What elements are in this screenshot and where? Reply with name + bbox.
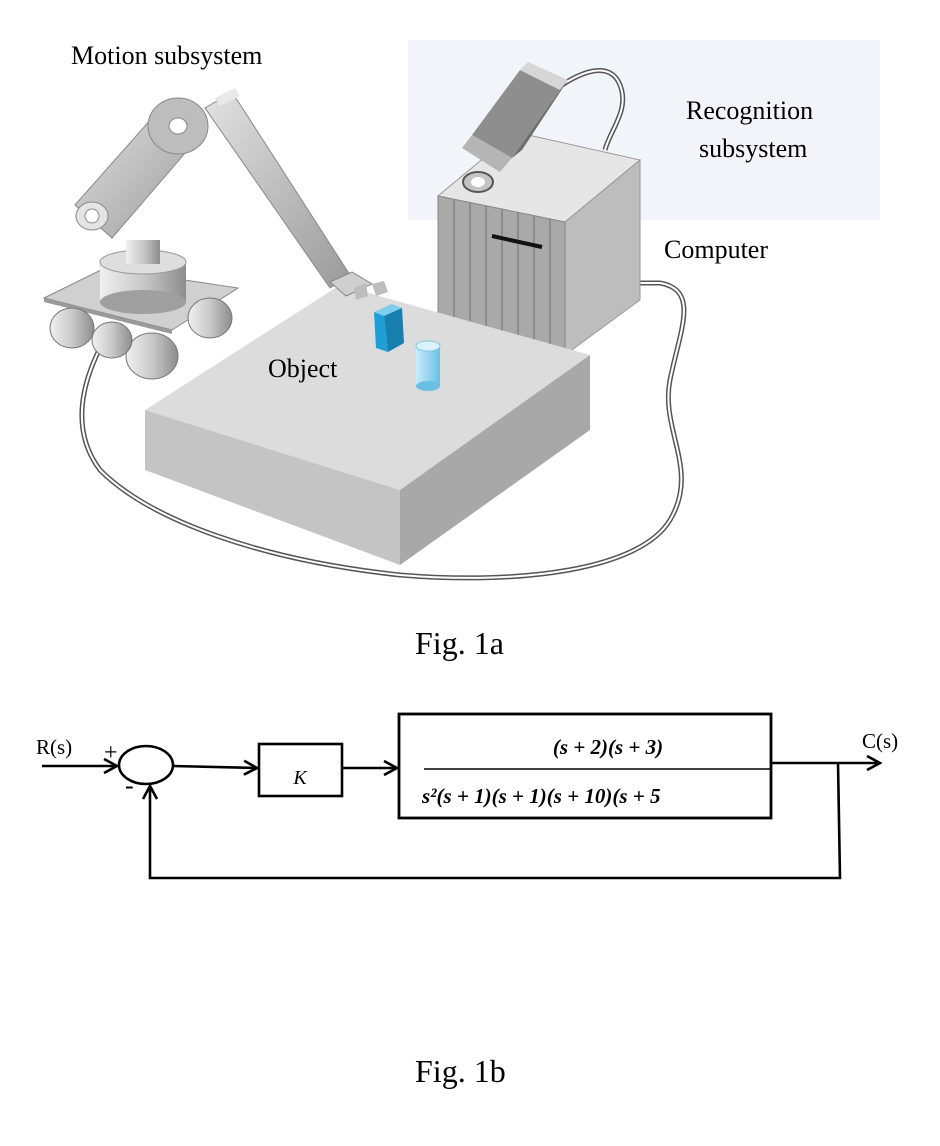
- label-motion-subsystem: Motion subsystem: [71, 41, 262, 70]
- feedback-path: [150, 762, 842, 880]
- gain-label: K: [292, 767, 308, 789]
- label-output-cs: C(s): [862, 729, 898, 753]
- robot-arm: [42, 88, 388, 380]
- summing-junction: [117, 744, 175, 786]
- minus-sign: -: [125, 771, 134, 800]
- caption-fig-1a: Fig. 1a: [415, 625, 504, 661]
- label-object: Object: [268, 354, 338, 383]
- object-table: [145, 285, 590, 565]
- plant-denominator: s²(s + 1)(s + 1)(s + 10)(s + 5: [421, 784, 660, 808]
- label-computer: Computer: [664, 235, 768, 264]
- label-input-rs: R(s): [36, 735, 72, 759]
- blue-box: [374, 304, 404, 352]
- plus-sign: +: [104, 740, 118, 766]
- computer: [436, 131, 642, 356]
- plant-numerator: (s + 2)(s + 3): [553, 735, 663, 759]
- blue-cylinder: [415, 340, 441, 391]
- caption-fig-1b: Fig. 1b: [415, 1053, 506, 1089]
- label-subsystem: subsystem: [699, 134, 807, 163]
- figure-1a: Motion subsystem Recognition subsystem C…: [42, 40, 880, 661]
- arrow-to-gain: [172, 766, 257, 768]
- gain-block: [257, 742, 344, 798]
- figure-1b: R(s) C(s) + - K (s + 2)(s + 3) s²(s + 1)…: [36, 712, 898, 1089]
- cable: [79, 68, 687, 581]
- camera: [462, 62, 568, 193]
- label-recognition: Recognition: [686, 96, 813, 125]
- plant-block: [397, 712, 773, 820]
